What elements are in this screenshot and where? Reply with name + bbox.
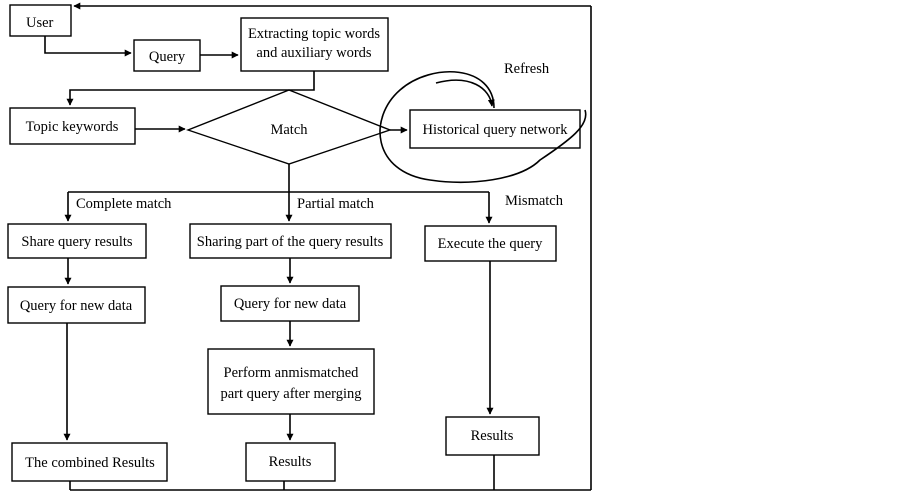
extract-label-line1: Extracting topic words: [248, 26, 380, 42]
query-label: Query: [149, 49, 186, 65]
share-part-node: Sharing part of the query results: [189, 223, 392, 259]
new-data-left-label: Query for new data: [20, 298, 133, 314]
match-diamond: Match: [185, 89, 393, 165]
historical-network-node: Historical query network: [409, 109, 581, 149]
arrow-user-to-query: [44, 36, 132, 57]
perform-merge-label-line1: Perform anmismatched: [224, 365, 360, 381]
user-node: User: [9, 4, 72, 37]
refresh-loop: [379, 71, 587, 183]
share-results-node: Share query results: [7, 223, 147, 259]
partial-match-label: Partial match: [297, 196, 375, 212]
topic-keywords-node: Topic keywords: [9, 107, 136, 145]
perform-merge-label-line2: part query after merging: [220, 386, 361, 402]
mismatch-label: Mismatch: [505, 193, 564, 209]
refresh-label: Refresh: [504, 61, 550, 77]
results-right-label: Results: [471, 428, 514, 444]
share-results-label: Share query results: [21, 234, 132, 250]
extract-node: Extracting topic words and auxiliary wor…: [240, 17, 389, 72]
perform-merge-node: Perform anmismatched part query after me…: [207, 348, 375, 415]
new-data-mid-node: Query for new data: [220, 285, 360, 322]
new-data-left-node: Query for new data: [7, 286, 146, 324]
match-label: Match: [270, 122, 308, 138]
new-data-mid-label: Query for new data: [234, 296, 347, 312]
execute-query-node: Execute the query: [424, 225, 557, 262]
query-node: Query: [133, 39, 201, 72]
complete-match-label: Complete match: [76, 196, 172, 212]
extract-label-line2: and auxiliary words: [256, 45, 372, 61]
share-part-label: Sharing part of the query results: [197, 234, 384, 250]
topic-keywords-label: Topic keywords: [26, 119, 119, 135]
user-label: User: [26, 15, 54, 31]
arrow-extract-to-topic: [66, 71, 315, 106]
refresh-loop-arrow: [435, 79, 495, 107]
historical-network-label: Historical query network: [423, 122, 569, 138]
combined-results-node: The combined Results: [11, 442, 168, 482]
results-mid-label: Results: [269, 454, 312, 470]
combined-results-label: The combined Results: [25, 455, 155, 471]
results-right-node: Results: [445, 416, 540, 456]
results-mid-node: Results: [245, 442, 336, 482]
execute-query-label: Execute the query: [438, 236, 543, 252]
